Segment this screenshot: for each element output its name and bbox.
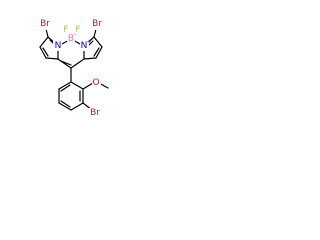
nitrogen-atom-left: N bbox=[55, 41, 62, 51]
bond-c2-c3 bbox=[39, 46, 47, 59]
boron-charge: − bbox=[72, 32, 77, 39]
nitrogen-atom-right: N bbox=[81, 41, 88, 51]
bond-p6-p1-double bbox=[60, 84, 71, 92]
bond-c6-c7 bbox=[95, 46, 103, 59]
bond-c6-c7-double bbox=[93, 47, 100, 57]
bond-c9-c8 bbox=[70, 58, 85, 69]
boron-atom: B bbox=[68, 34, 74, 44]
oxygen-atom: O bbox=[92, 78, 99, 88]
nitrogen-charge: + bbox=[86, 39, 91, 46]
bromine-atom-right: Br bbox=[92, 19, 102, 29]
fluorine-atom-right: F bbox=[75, 25, 80, 35]
bonds bbox=[39, 24, 109, 111]
bond-p4-p5-double bbox=[60, 100, 71, 108]
bond-p6-p1 bbox=[58, 81, 72, 90]
bromine-atom-bottom: Br bbox=[90, 108, 100, 118]
bond-c1-c2 bbox=[39, 36, 49, 48]
bond-p2-o bbox=[82, 82, 94, 90]
bond-c3-c4 bbox=[45, 57, 59, 60]
bromine-atom-left: Br bbox=[40, 19, 50, 29]
bond-c4-c9-double bbox=[60, 60, 72, 66]
bond-c7-c8 bbox=[83, 57, 97, 60]
bond-c4-c9 bbox=[57, 58, 72, 69]
bond-p1-p2 bbox=[70, 81, 84, 90]
structure-canvas: Br Br F F B − N N + O Br bbox=[0, 0, 152, 152]
bond-p4-p5 bbox=[58, 102, 72, 111]
bond-c2-c3-double bbox=[42, 47, 49, 57]
molecule-drawing: Br Br F F B − N N + O Br bbox=[38, 19, 109, 119]
fluorine-atom-left: F bbox=[63, 25, 68, 35]
atom-labels: Br Br F F B − N N + O Br bbox=[38, 19, 104, 119]
bond-p3-p4 bbox=[70, 102, 84, 111]
bond-c5-c6 bbox=[93, 36, 103, 48]
